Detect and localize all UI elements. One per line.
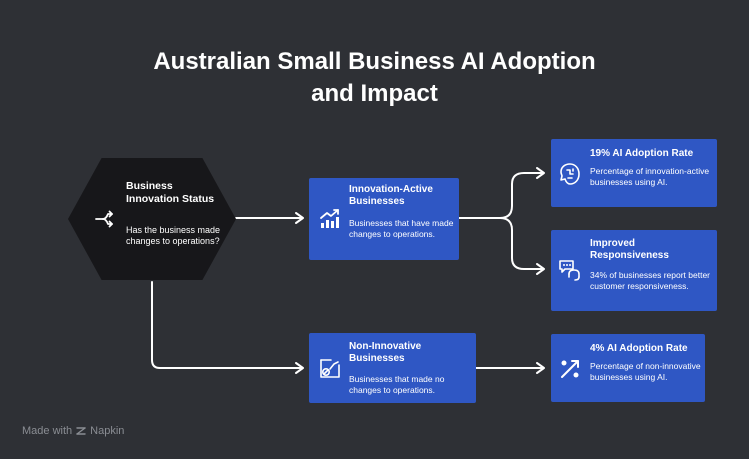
non-innovative-description: Businesses that made no changes to opera… — [349, 374, 445, 395]
flat-chart-icon — [320, 359, 340, 378]
title-line-1: Australian Small Business AI Adoption — [153, 48, 596, 75]
made-with-label: Made with — [22, 425, 73, 437]
diagram-title: Australian Small Business AI Adoption an… — [0, 46, 749, 110]
innovation-active-description: Businesses that have made changes to ope… — [349, 218, 454, 239]
innovation-active-box: Innovation-Active Businesses Businesses … — [309, 178, 459, 260]
innovation-active-title: Innovation-Active Businesses — [349, 184, 433, 207]
napkin-logo-icon — [76, 427, 86, 435]
adoption-19-title: 19% AI Adoption Rate — [590, 148, 694, 159]
adoption-19-box: 19% AI Adoption Rate Percentage of innov… — [551, 139, 717, 207]
responsiveness-box: Improved Responsiveness 34% of businesse… — [551, 230, 717, 311]
connector-branch-to-adoption-19 — [499, 172, 544, 219]
connector-root-to-non-innovative — [151, 281, 303, 369]
napkin-brand-label: Napkin — [90, 425, 125, 437]
percent-icon — [561, 360, 579, 378]
root-description: Has the business made changes to operati… — [126, 225, 221, 246]
adoption-19-description: Percentage of innovation-active business… — [590, 166, 710, 187]
connector-branch-to-responsiveness — [499, 217, 544, 270]
customer-support-icon — [559, 260, 580, 281]
adoption-4-title: 4% AI Adoption Rate — [590, 343, 688, 354]
root-title: Business Innovation Status — [126, 180, 215, 205]
adoption-4-box: 4% AI Adoption Rate Percentage of non-in… — [551, 334, 705, 402]
growth-chart-icon — [320, 209, 339, 228]
made-with-napkin: Made with Napkin — [22, 424, 124, 438]
arrowhead-non-innovative — [295, 362, 304, 374]
responsiveness-title: Improved Responsiveness — [590, 238, 669, 261]
non-innovative-box: Non-Innovative Businesses Businesses tha… — [309, 333, 476, 403]
responsiveness-description: 34% of businesses report better customer… — [590, 270, 711, 291]
split-arrows-icon — [95, 210, 113, 228]
arrowhead-active — [295, 212, 304, 224]
non-innovative-title: Non-Innovative Businesses — [349, 341, 422, 364]
ai-brain-icon — [560, 163, 580, 185]
arrowhead-adoption-4 — [536, 362, 545, 374]
title-line-2: and Impact — [311, 80, 438, 107]
adoption-4-description: Percentage of non-innovative businesses … — [590, 361, 701, 382]
arrowhead-adoption-19 — [536, 167, 545, 179]
arrowhead-responsiveness — [536, 263, 545, 275]
